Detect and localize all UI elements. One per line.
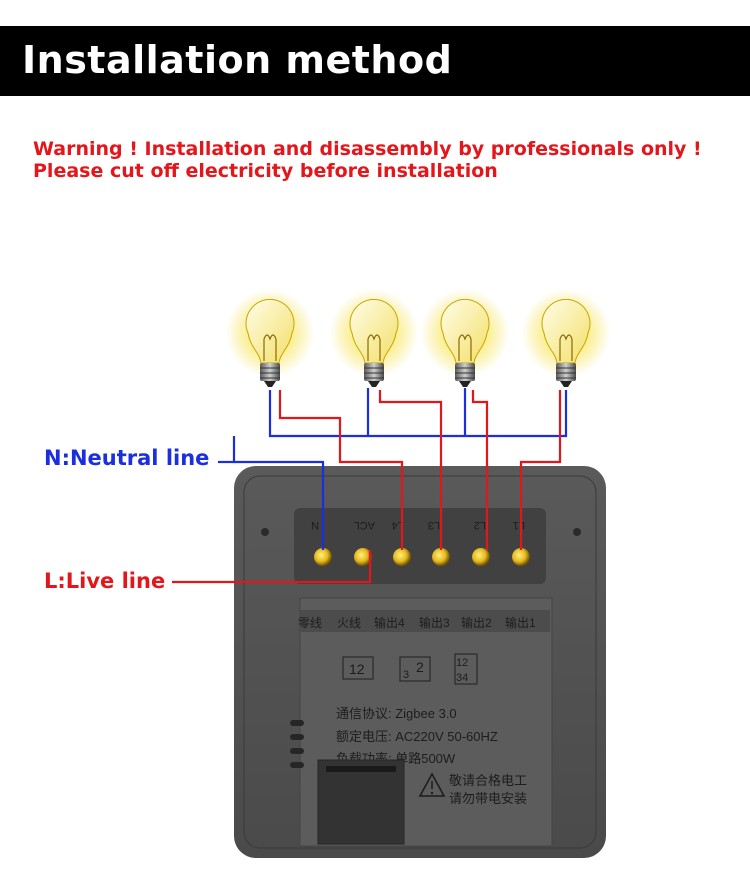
- terminal-label: ACL: [354, 519, 375, 531]
- light-bulb-icon: [225, 288, 315, 388]
- gang-label-small: 34: [456, 672, 468, 684]
- warning-triangle-icon: [418, 772, 446, 797]
- vent-slots: [290, 720, 304, 768]
- terminal-cn-label: 输出2: [461, 615, 492, 630]
- terminal-cn-label: 零线: [298, 616, 322, 630]
- gang-label-small: 3: [403, 669, 409, 681]
- terminal-label: N: [311, 519, 319, 531]
- light-bulb-icon: [521, 288, 611, 388]
- terminal-screws: [314, 548, 530, 566]
- warning-line-1: Warning ! Installation and disassembly b…: [33, 138, 702, 160]
- gang-label: 2: [416, 659, 424, 675]
- live-wire: [172, 390, 562, 584]
- terminal-label: L3: [428, 519, 440, 531]
- gang-marks: 12 3 2 12 34: [342, 653, 478, 685]
- page-title: Installation method: [22, 38, 453, 82]
- connector-block: [317, 759, 405, 845]
- header-bar: [0, 26, 750, 96]
- terminal-cn-label: 火线: [337, 616, 361, 630]
- live-line-label: L:Live line: [44, 569, 166, 593]
- neutral-wire: [218, 388, 568, 550]
- terminal-cn-label: 输出3: [419, 615, 450, 630]
- light-bulb-icon: [329, 288, 419, 388]
- warning-line-2: Please cut off electricity before instal…: [33, 160, 498, 182]
- terminal-cn-label: 输出4: [374, 615, 405, 630]
- gang-label: 12: [349, 661, 365, 677]
- protocol-text: 通信协议: Zigbee 3.0: [336, 706, 457, 721]
- gang-label: 12: [456, 657, 468, 669]
- light-bulb-icon: [420, 288, 510, 388]
- terminal-cn-label: 输出1: [505, 615, 536, 630]
- caution-text-2: 请勿带电安装: [449, 791, 527, 806]
- voltage-text: 额定电压: AC220V 50-60HZ: [336, 729, 498, 744]
- terminal-label: L1: [513, 519, 525, 531]
- neutral-line-label: N:Neutral line: [44, 446, 210, 470]
- terminal-label: L2: [474, 519, 486, 531]
- caution-text-1: 敬请合格电工: [449, 773, 527, 788]
